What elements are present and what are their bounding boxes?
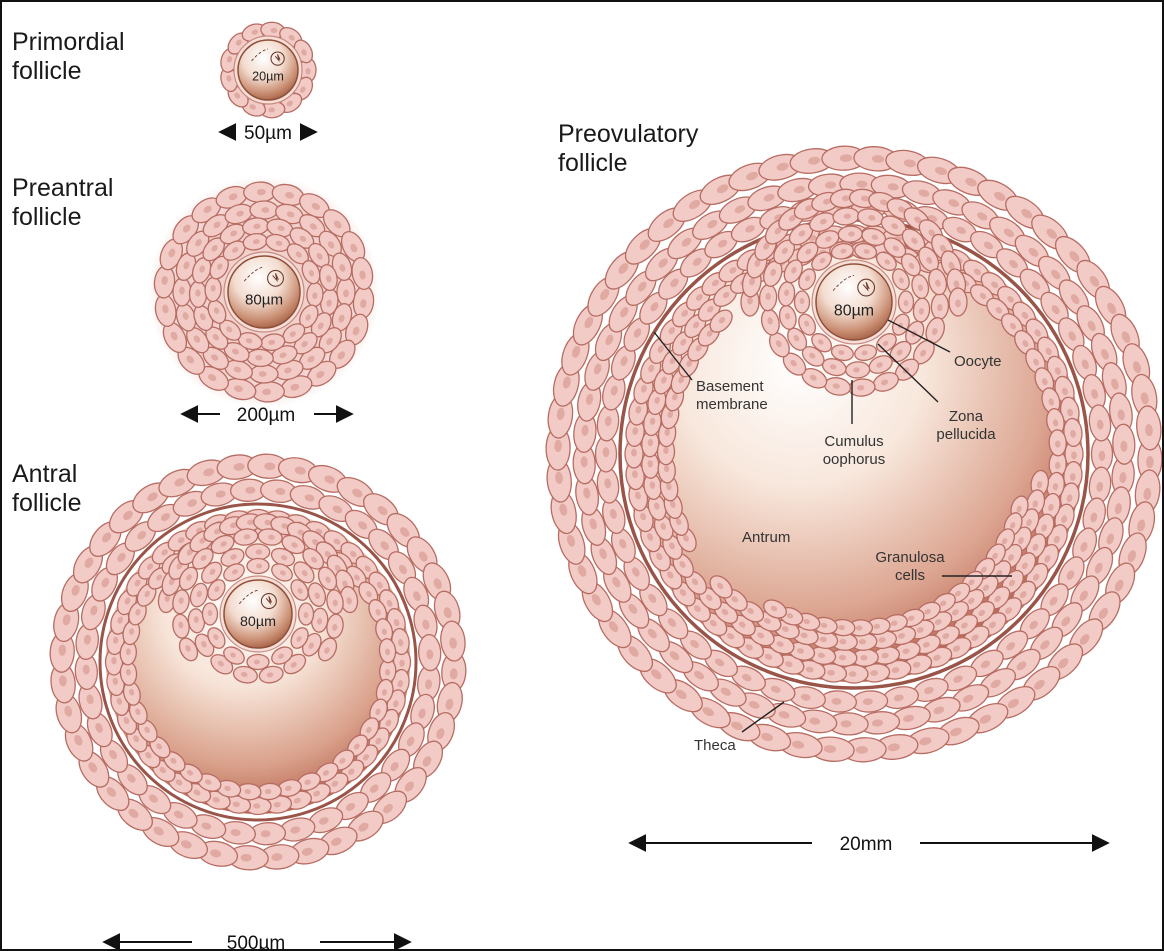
antral-follicle-illustration: 80µm <box>49 453 467 871</box>
cell <box>1112 424 1135 465</box>
scale-label-antral: 500µm <box>227 933 285 949</box>
label-basement-line1: Basement <box>696 378 764 395</box>
cell <box>173 278 191 306</box>
primordial-follicle-illustration: 20µm <box>219 21 316 119</box>
scale-bar-preovulatory: 20mm <box>630 834 1108 855</box>
label-cumulus-line2: oophorus <box>823 451 886 468</box>
scale-bar-antral: 500µm <box>104 933 410 949</box>
cell <box>246 544 270 560</box>
scale-bar-preantral: 200µm <box>182 405 352 426</box>
stage-label-preantral: Preantral follicle <box>12 174 113 232</box>
cell <box>205 277 222 302</box>
stage-label-antral: Antral follicle <box>12 460 81 518</box>
cell <box>949 288 967 316</box>
scale-label-primordial: 50µm <box>244 123 292 144</box>
cell <box>845 361 870 378</box>
cell <box>299 603 314 625</box>
cell <box>838 225 863 242</box>
stage-label-primordial: Primordial follicle <box>12 28 125 86</box>
label-zona-line2: pellucida <box>936 426 996 443</box>
cell <box>189 281 207 308</box>
label-granulosa-line2: cells <box>895 567 925 584</box>
cell <box>250 365 278 383</box>
label-oocyte: Oocyte <box>954 353 1002 370</box>
scale-bar-primordial: 50µm <box>220 123 316 144</box>
svg-text:80µm: 80µm <box>245 292 283 309</box>
cell <box>795 291 810 313</box>
label-theca: Theca <box>694 737 736 754</box>
cell <box>203 603 218 625</box>
preantral-follicle-illustration: 80µm <box>148 176 380 408</box>
cell <box>250 201 278 219</box>
label-granulosa-line1: Granulosa <box>875 549 945 566</box>
cell <box>247 559 269 574</box>
cell <box>1135 405 1162 451</box>
cell <box>306 282 323 307</box>
label-basement-line2: membrane <box>696 396 768 413</box>
oocyte-size-primordial: 20µm <box>252 70 284 84</box>
svg-text:80µm: 80µm <box>834 302 874 319</box>
label-antrum: Antrum <box>742 529 790 546</box>
label-cumulus-line1: Cumulus <box>824 433 883 450</box>
stage-label-preovulatory: Preovulatory follicle <box>558 120 698 178</box>
scale-label-preantral: 200µm <box>237 405 295 426</box>
cell <box>247 655 269 670</box>
svg-text:80µm: 80µm <box>240 614 276 630</box>
scale-label-preovulatory: 20mm <box>840 834 893 855</box>
cell <box>418 634 442 671</box>
cell <box>899 291 914 313</box>
cell <box>1087 404 1112 442</box>
label-zona-line1: Zona <box>949 408 984 425</box>
cell <box>337 278 355 306</box>
